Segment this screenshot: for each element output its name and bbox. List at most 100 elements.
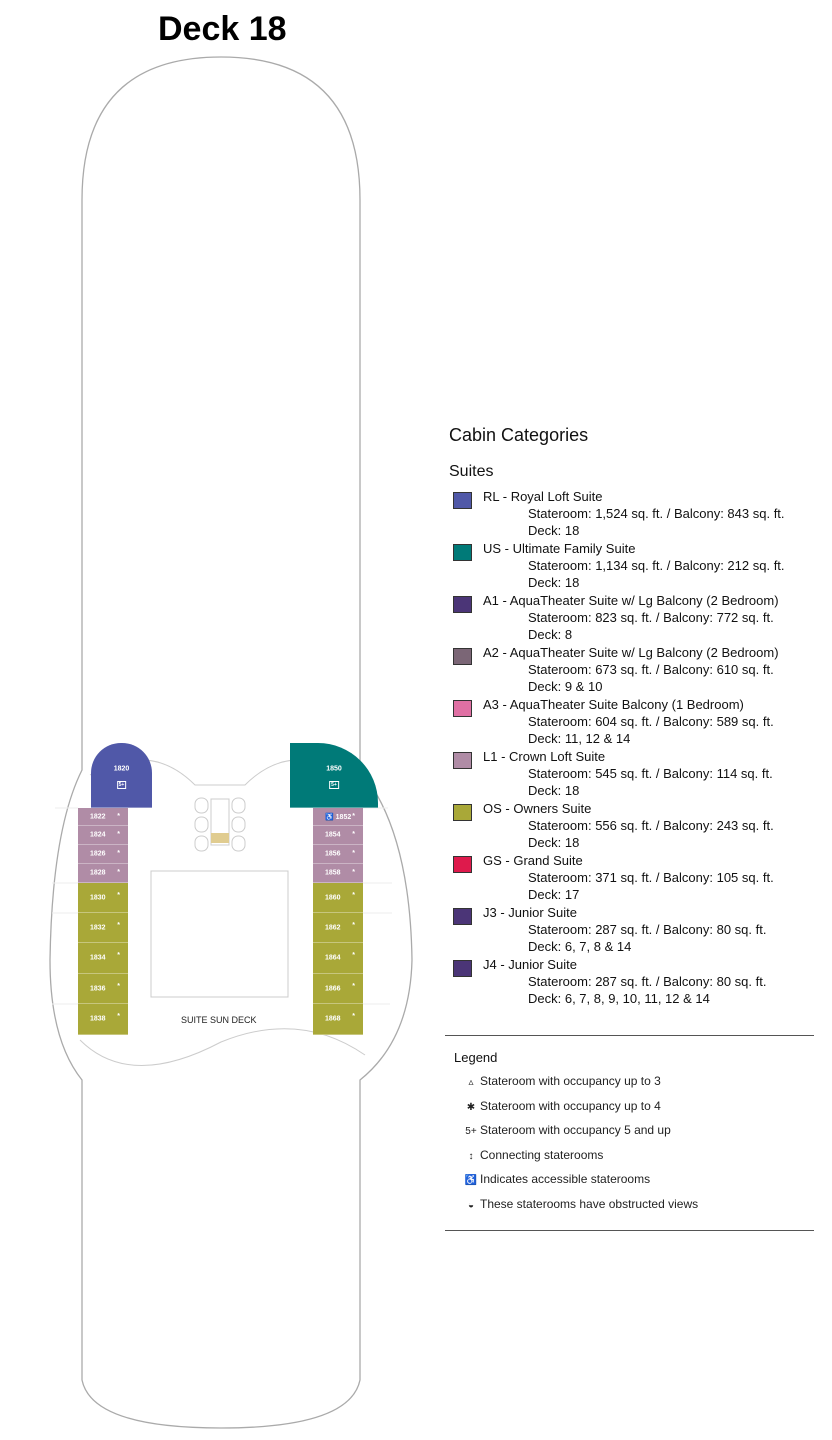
cabin-1858[interactable]: 1858* <box>313 864 363 883</box>
asterisk-icon: * <box>352 982 355 990</box>
cabin-number: 1854 <box>325 831 341 839</box>
legend-item: 5+Stateroom with occupancy 5 and up <box>464 1123 671 1138</box>
category-name: J4 - Junior Suite <box>483 957 577 972</box>
cabin-number: 1868 <box>325 1015 341 1023</box>
balcony-lines <box>52 807 392 1005</box>
category-deck: Deck: 18 <box>528 783 580 798</box>
category-size: Stateroom: 673 sq. ft. / Balcony: 610 sq… <box>528 662 774 677</box>
cabin-1830[interactable]: 1830* <box>78 883 128 913</box>
cabin-1854[interactable]: 1854 * <box>313 826 363 845</box>
category-size: Stateroom: 1,134 sq. ft. / Balcony: 212 … <box>528 558 785 573</box>
asterisk-icon: * <box>352 1013 355 1020</box>
category-deck: Deck: 17 <box>528 887 580 902</box>
category-deck: Deck: 9 & 10 <box>528 679 603 694</box>
triangle-icon: ▵ <box>468 1077 474 1088</box>
hull-outline <box>49 56 413 1429</box>
cabin-1862[interactable]: 1862 * <box>313 913 363 943</box>
asterisk-icon: * <box>117 869 120 877</box>
cabin-categories-title: Cabin Categories <box>449 425 589 445</box>
suite-sun-deck-label: SUITE SUN DECK <box>181 1015 257 1025</box>
cabin-1838[interactable]: 1838 * <box>78 1004 128 1035</box>
divider <box>445 1230 814 1231</box>
cabin-1864[interactable]: 1864 * <box>313 943 363 974</box>
five-plus-icon: 5+ <box>116 781 127 790</box>
legend-text: Connecting staterooms <box>480 1147 604 1162</box>
cabin-number: ♿ 1852 <box>325 813 352 821</box>
color-swatch <box>453 856 472 873</box>
cabin-number: 1862 <box>325 924 341 931</box>
asterisk-icon: * <box>117 921 120 929</box>
asterisk-icon: * <box>352 952 355 959</box>
asterisk-icon: * <box>117 813 120 821</box>
cabin-number: 1856 <box>325 850 341 858</box>
sun-deck-area <box>150 870 289 998</box>
connecting-arrow-icon: ↕ <box>468 1150 474 1162</box>
category-size: Stateroom: 556 sq. ft. / Balcony: 243 sq… <box>528 818 774 833</box>
category-deck: Deck: 18 <box>528 835 580 850</box>
asterisk-icon: * <box>352 850 355 858</box>
category-size: Stateroom: 1,524 sq. ft. / Balcony: 843 … <box>528 506 785 521</box>
category-deck: Deck: 6, 7, 8, 9, 10, 11, 12 & 14 <box>528 991 710 1006</box>
asterisk-icon: * <box>352 831 355 839</box>
cabin-number: 1866 <box>325 985 341 992</box>
legend-item: ✱Stateroom with occupancy up to 4 <box>464 1099 661 1113</box>
cabin-1866[interactable]: 1866 * <box>313 974 363 1004</box>
category-size: Stateroom: 371 sq. ft. / Balcony: 105 sq… <box>528 870 774 885</box>
cabin-number: 1864 <box>325 954 341 962</box>
divider <box>445 1035 814 1036</box>
category-size: Stateroom: 545 sq. ft. / Balcony: 114 sq… <box>528 766 773 781</box>
legend-item: ▵ Stateroom with occupancy up to 3 <box>464 1074 661 1088</box>
cabin-1836[interactable]: 1836* <box>78 974 128 1004</box>
cabin-1868[interactable]: 1868 * <box>313 1004 363 1035</box>
cabin-number: 1820 <box>113 765 130 773</box>
color-swatch <box>453 908 472 925</box>
category-name: A1 - AquaTheater Suite w/ Lg Balcony (2 … <box>483 593 779 608</box>
legend-item: ◒These staterooms have obstructed views <box>464 1197 698 1211</box>
cabin-1822[interactable]: 1822* <box>78 808 128 826</box>
legend-text: Stateroom with occupancy 5 and up <box>480 1123 671 1138</box>
category-deck: Deck: 11, 12 & 14 <box>528 731 631 746</box>
color-swatch <box>453 804 472 821</box>
category-name: J3 - Junior Suite <box>483 905 577 920</box>
category-deck: Deck: 18 <box>528 575 580 590</box>
category-size: Stateroom: 287 sq. ft. / Balcony: 80 sq.… <box>528 974 767 989</box>
cabin-number: 1828 <box>90 869 106 877</box>
cabin-1828[interactable]: 1828 * <box>78 864 128 883</box>
asterisk-icon: * <box>117 1013 120 1020</box>
cabin-1856[interactable]: 1856 * <box>313 845 363 864</box>
color-swatch <box>453 648 472 665</box>
cabin-1860[interactable]: 1860 * <box>313 883 363 913</box>
asterisk-icon: ✱ <box>466 1101 476 1113</box>
asterisk-icon: * <box>352 921 355 929</box>
category-size: Stateroom: 604 sq. ft. / Balcony: 589 sq… <box>528 714 774 729</box>
stairs <box>211 833 229 843</box>
cabin-number: 1838 <box>90 1015 106 1023</box>
suites-subtitle: Suites <box>449 463 494 480</box>
asterisk-icon: * <box>352 869 355 877</box>
cabin-1820[interactable]: 1820 5+ <box>91 743 152 808</box>
color-swatch <box>453 752 472 769</box>
category-name: A3 - AquaTheater Suite Balcony (1 Bedroo… <box>483 697 744 712</box>
obstructed-view-icon: ◒ <box>467 1200 475 1211</box>
cabin-number: 1832 <box>90 924 106 931</box>
asterisk-icon: * <box>117 982 120 990</box>
cabin-1826[interactable]: 1826 * <box>78 845 128 864</box>
cabin-1832[interactable]: 1832 * <box>78 913 128 943</box>
legend-title: Legend <box>454 1050 498 1065</box>
cabin-1852[interactable]: ♿ 1852* <box>313 808 363 826</box>
cabin-number: 1860 <box>325 894 341 901</box>
cabin-number: 1826 <box>90 850 106 858</box>
asterisk-icon: * <box>352 891 355 899</box>
wheelchair-icon: ♿ <box>464 1175 478 1187</box>
color-swatch <box>453 492 472 509</box>
asterisk-icon: * <box>117 952 120 959</box>
cabin-1824[interactable]: 1824* <box>78 826 128 845</box>
category-name: L1 - Crown Loft Suite <box>483 749 606 764</box>
legend-item: ↕ Connecting staterooms <box>464 1147 604 1162</box>
legend-text: Stateroom with occupancy up to 3 <box>480 1074 661 1088</box>
category-name: RL - Royal Loft Suite <box>483 489 603 504</box>
category-name: A2 - AquaTheater Suite w/ Lg Balcony (2 … <box>483 645 779 660</box>
cabin-1834[interactable]: 1834* <box>78 943 128 974</box>
asterisk-icon: * <box>117 850 120 858</box>
